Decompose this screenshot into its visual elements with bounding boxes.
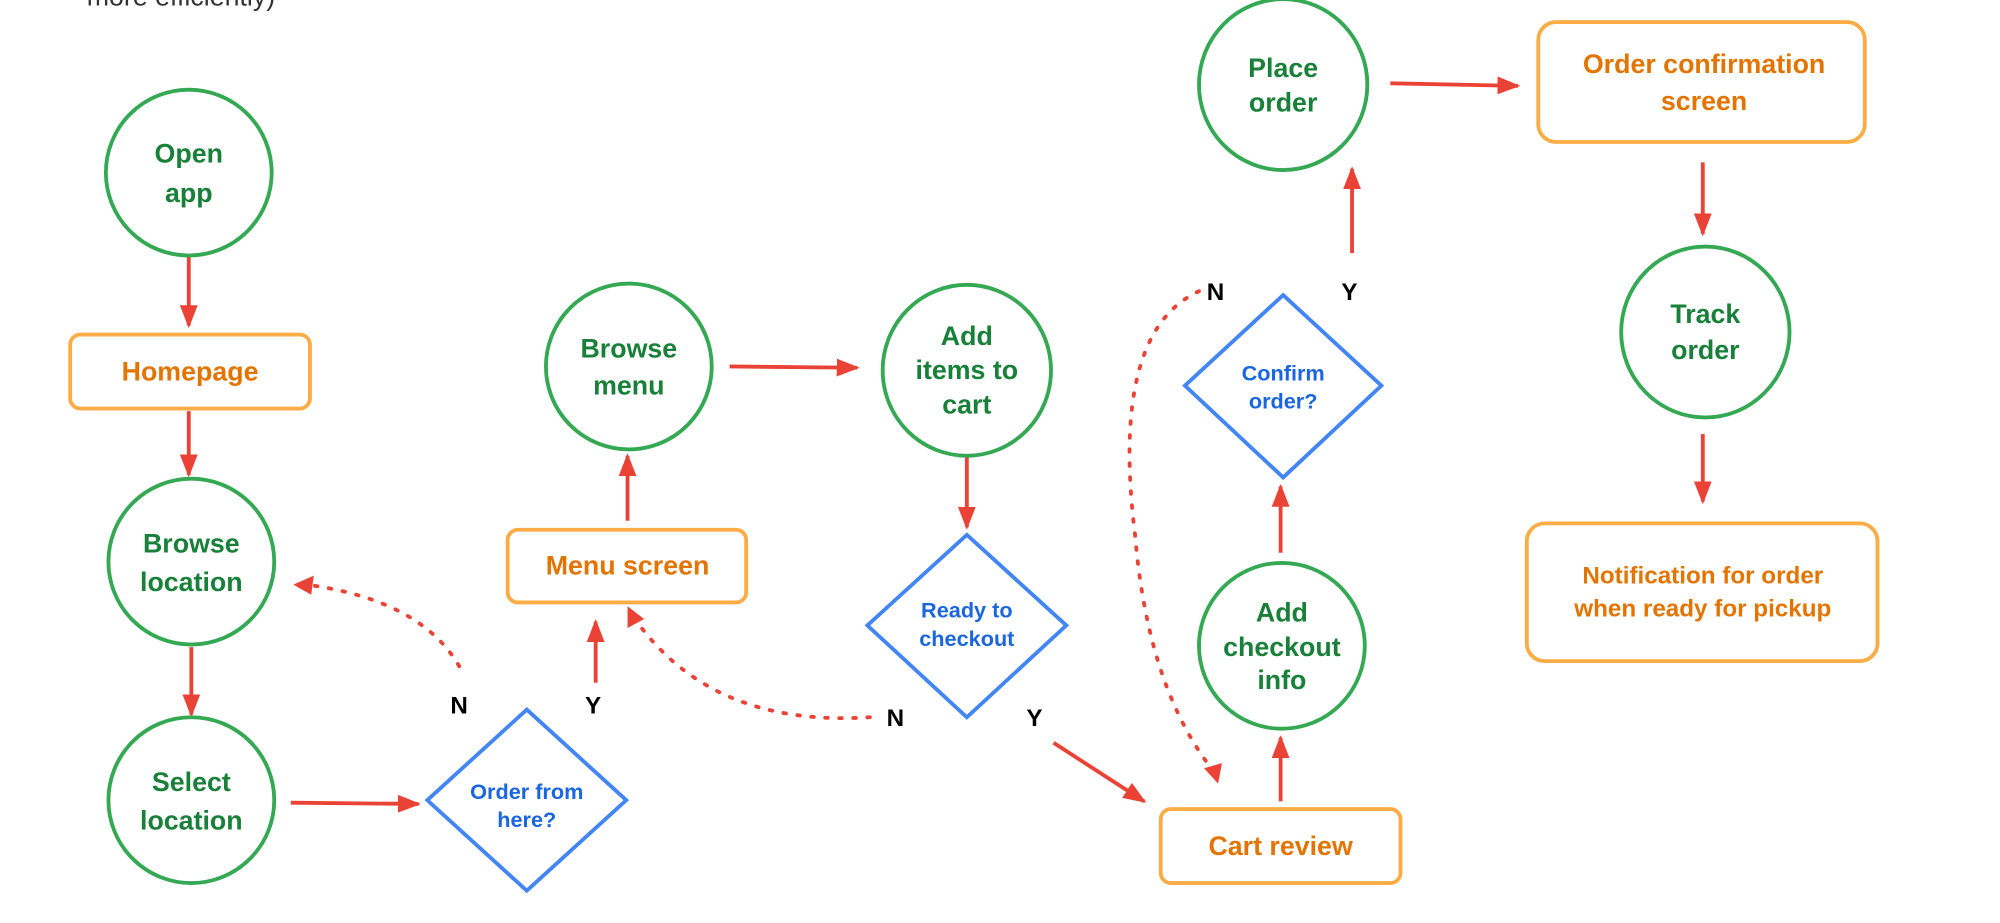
- node-label: Homepage: [122, 357, 259, 387]
- decision-order-from-here: Order from here?: [424, 706, 630, 894]
- node-label: Confirm: [1242, 361, 1325, 386]
- node-label: order: [1249, 87, 1318, 117]
- node-label: location: [140, 805, 243, 835]
- decision-confirm-order: Confirm order?: [1182, 292, 1385, 481]
- node-label: menu: [593, 371, 664, 401]
- dotted-arrow-no-to-cart-review: [1127, 289, 1217, 774]
- label-no: N: [450, 692, 468, 719]
- node-label: info: [1257, 665, 1306, 695]
- node-label: Ready to: [921, 598, 1013, 623]
- label-yes: Y: [585, 692, 601, 719]
- node-label: items to: [916, 355, 1019, 385]
- dotted-arrowhead: [627, 606, 645, 628]
- arrow-select-to-order-decision: [290, 794, 421, 813]
- node-label: Order from: [470, 779, 583, 804]
- node-browse-location: Browse location: [106, 476, 277, 647]
- node-label: Select: [152, 767, 231, 797]
- node-label: Browse: [143, 529, 240, 559]
- dotted-arrowhead: [1204, 763, 1222, 784]
- node-label: cart: [942, 390, 991, 420]
- node-select-location: Select location: [106, 715, 277, 885]
- node-add-items-to-cart: Add items to cart: [880, 282, 1053, 458]
- node-label: checkout: [1223, 632, 1341, 662]
- label-no: N: [887, 705, 905, 732]
- node-menu-screen: Menu screen: [505, 527, 749, 605]
- label-yes: Y: [1026, 705, 1042, 732]
- node-label: screen: [1661, 86, 1747, 116]
- node-notification: Notification for order when ready for pi…: [1524, 521, 1880, 664]
- node-label: Add: [1256, 598, 1308, 628]
- node-place-order: Place order: [1197, 0, 1370, 172]
- node-label: Order confirmation: [1583, 49, 1825, 79]
- decision-ready-to-checkout: Ready to checkout: [864, 532, 1070, 720]
- node-add-checkout-info: Add checkout info: [1197, 560, 1367, 731]
- arrow-browse-menu-to-add-items: [729, 358, 860, 377]
- node-label: checkout: [919, 626, 1014, 651]
- node-label: when ready for pickup: [1573, 595, 1831, 622]
- node-label: Notification for order: [1582, 562, 1823, 589]
- node-label: Add: [941, 321, 993, 351]
- node-label: Browse: [580, 334, 677, 364]
- dotted-arrowhead: [293, 575, 314, 595]
- node-homepage: Homepage: [68, 332, 312, 411]
- label-no: N: [1207, 279, 1225, 306]
- arrows: [179, 76, 1712, 813]
- dotted-arrow-no-to-browse-location: [304, 582, 462, 669]
- node-track-order: Track order: [1619, 244, 1792, 420]
- arrow-place-order-to-confirmation: [1390, 76, 1521, 95]
- node-label: order: [1671, 335, 1740, 365]
- node-cart-review: Cart review: [1158, 807, 1403, 885]
- node-label: Track: [1670, 299, 1740, 329]
- header-fragment: more efficiently): [87, 0, 275, 12]
- node-order-confirmation-screen: Order confirmation screen: [1536, 20, 1867, 144]
- node-label: Cart review: [1208, 831, 1352, 861]
- node-label: app: [165, 178, 213, 208]
- node-label: Open: [155, 138, 223, 168]
- node-open-app: Open app: [103, 87, 274, 258]
- node-label: location: [140, 567, 243, 597]
- node-label: Menu screen: [546, 550, 710, 580]
- node-label: order?: [1249, 389, 1318, 414]
- node-label: here?: [497, 807, 556, 832]
- arrow-yes-to-cart-review: [1052, 741, 1147, 804]
- dotted-arrow-no-to-menu-screen: [635, 620, 872, 720]
- node-label: Place: [1248, 53, 1318, 83]
- node-browse-menu: Browse menu: [544, 281, 714, 452]
- label-yes: Y: [1341, 279, 1357, 306]
